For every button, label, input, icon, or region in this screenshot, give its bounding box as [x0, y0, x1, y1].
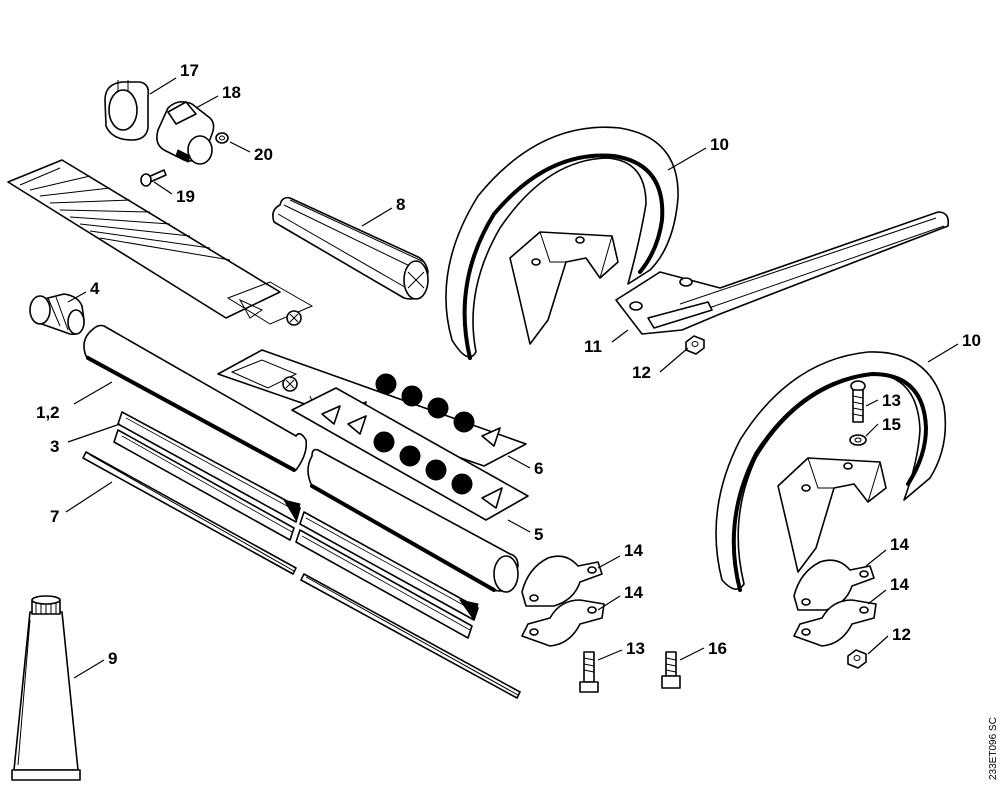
callout-4: 4: [90, 279, 100, 298]
callout-17: 17: [180, 61, 199, 80]
leader-lines: [65, 77, 959, 679]
callout-7: 7: [50, 507, 59, 526]
part-20-nut: [215, 132, 229, 144]
part-15-washer: [849, 434, 867, 446]
part-14-clamp-upper-left: [521, 555, 603, 607]
callout-20: 20: [254, 145, 273, 164]
part-18-handle-clamp: [156, 100, 215, 165]
callout-11: 11: [584, 337, 602, 356]
callout-14-d: 14: [890, 575, 909, 594]
part-13-screw-lower: [579, 651, 599, 693]
part-11-bracket-bar: [615, 211, 950, 335]
callout-labels: 17 18 20 19 8 4 10 11 12 10 13 15 1,2 3 …: [36, 61, 981, 668]
part-10-loop-handle-lower: [715, 351, 947, 592]
callout-12-lower: 12: [892, 625, 911, 644]
part-17-clamp-ring: [104, 80, 150, 141]
part-16-screw: [661, 651, 681, 689]
part-5-decal: [291, 387, 529, 521]
decal-strip: [7, 159, 314, 326]
part-14-clamp-lower-right: [793, 599, 877, 647]
callout-6: 6: [534, 459, 543, 478]
part-8-grip: [272, 196, 429, 300]
callout-15: 15: [882, 415, 901, 434]
part-12-nut-upper: [685, 335, 705, 355]
callout-13-upper: 13: [882, 391, 901, 410]
callout-19: 19: [176, 187, 195, 206]
callout-10-lower: 10: [962, 331, 981, 350]
part-14-clamp-upper-right: [793, 559, 875, 611]
callout-9: 9: [108, 649, 117, 668]
callout-5: 5: [534, 525, 543, 544]
part-13-screw-upper: [850, 380, 866, 423]
part-14-clamp-lower-left: [521, 599, 605, 647]
callout-1-2: 1,2: [36, 403, 60, 422]
part-19-screw: [140, 169, 167, 187]
callout-14-a: 14: [624, 541, 643, 560]
callout-14-c: 14: [890, 535, 909, 554]
part-7-drive-shaft: [82, 451, 521, 699]
part-12-nut-lower: [847, 649, 867, 669]
part-9-grease-tube: [11, 595, 81, 781]
part-3-liner: [113, 411, 479, 639]
callout-8: 8: [396, 195, 405, 214]
callout-12-upper: 12: [632, 363, 651, 382]
callout-10-upper: 10: [710, 135, 729, 154]
callout-13-lower: 13: [626, 639, 645, 658]
part-10-loop-handle-upper: [445, 126, 679, 360]
callout-14-b: 14: [624, 583, 643, 602]
callout-18: 18: [222, 83, 241, 102]
part-4-bushing: [29, 293, 85, 336]
callout-16: 16: [708, 639, 727, 658]
part-1-2-drive-tube: [83, 324, 519, 593]
drawing-code: 233ET096 SC: [988, 717, 999, 780]
callout-3: 3: [50, 437, 59, 456]
